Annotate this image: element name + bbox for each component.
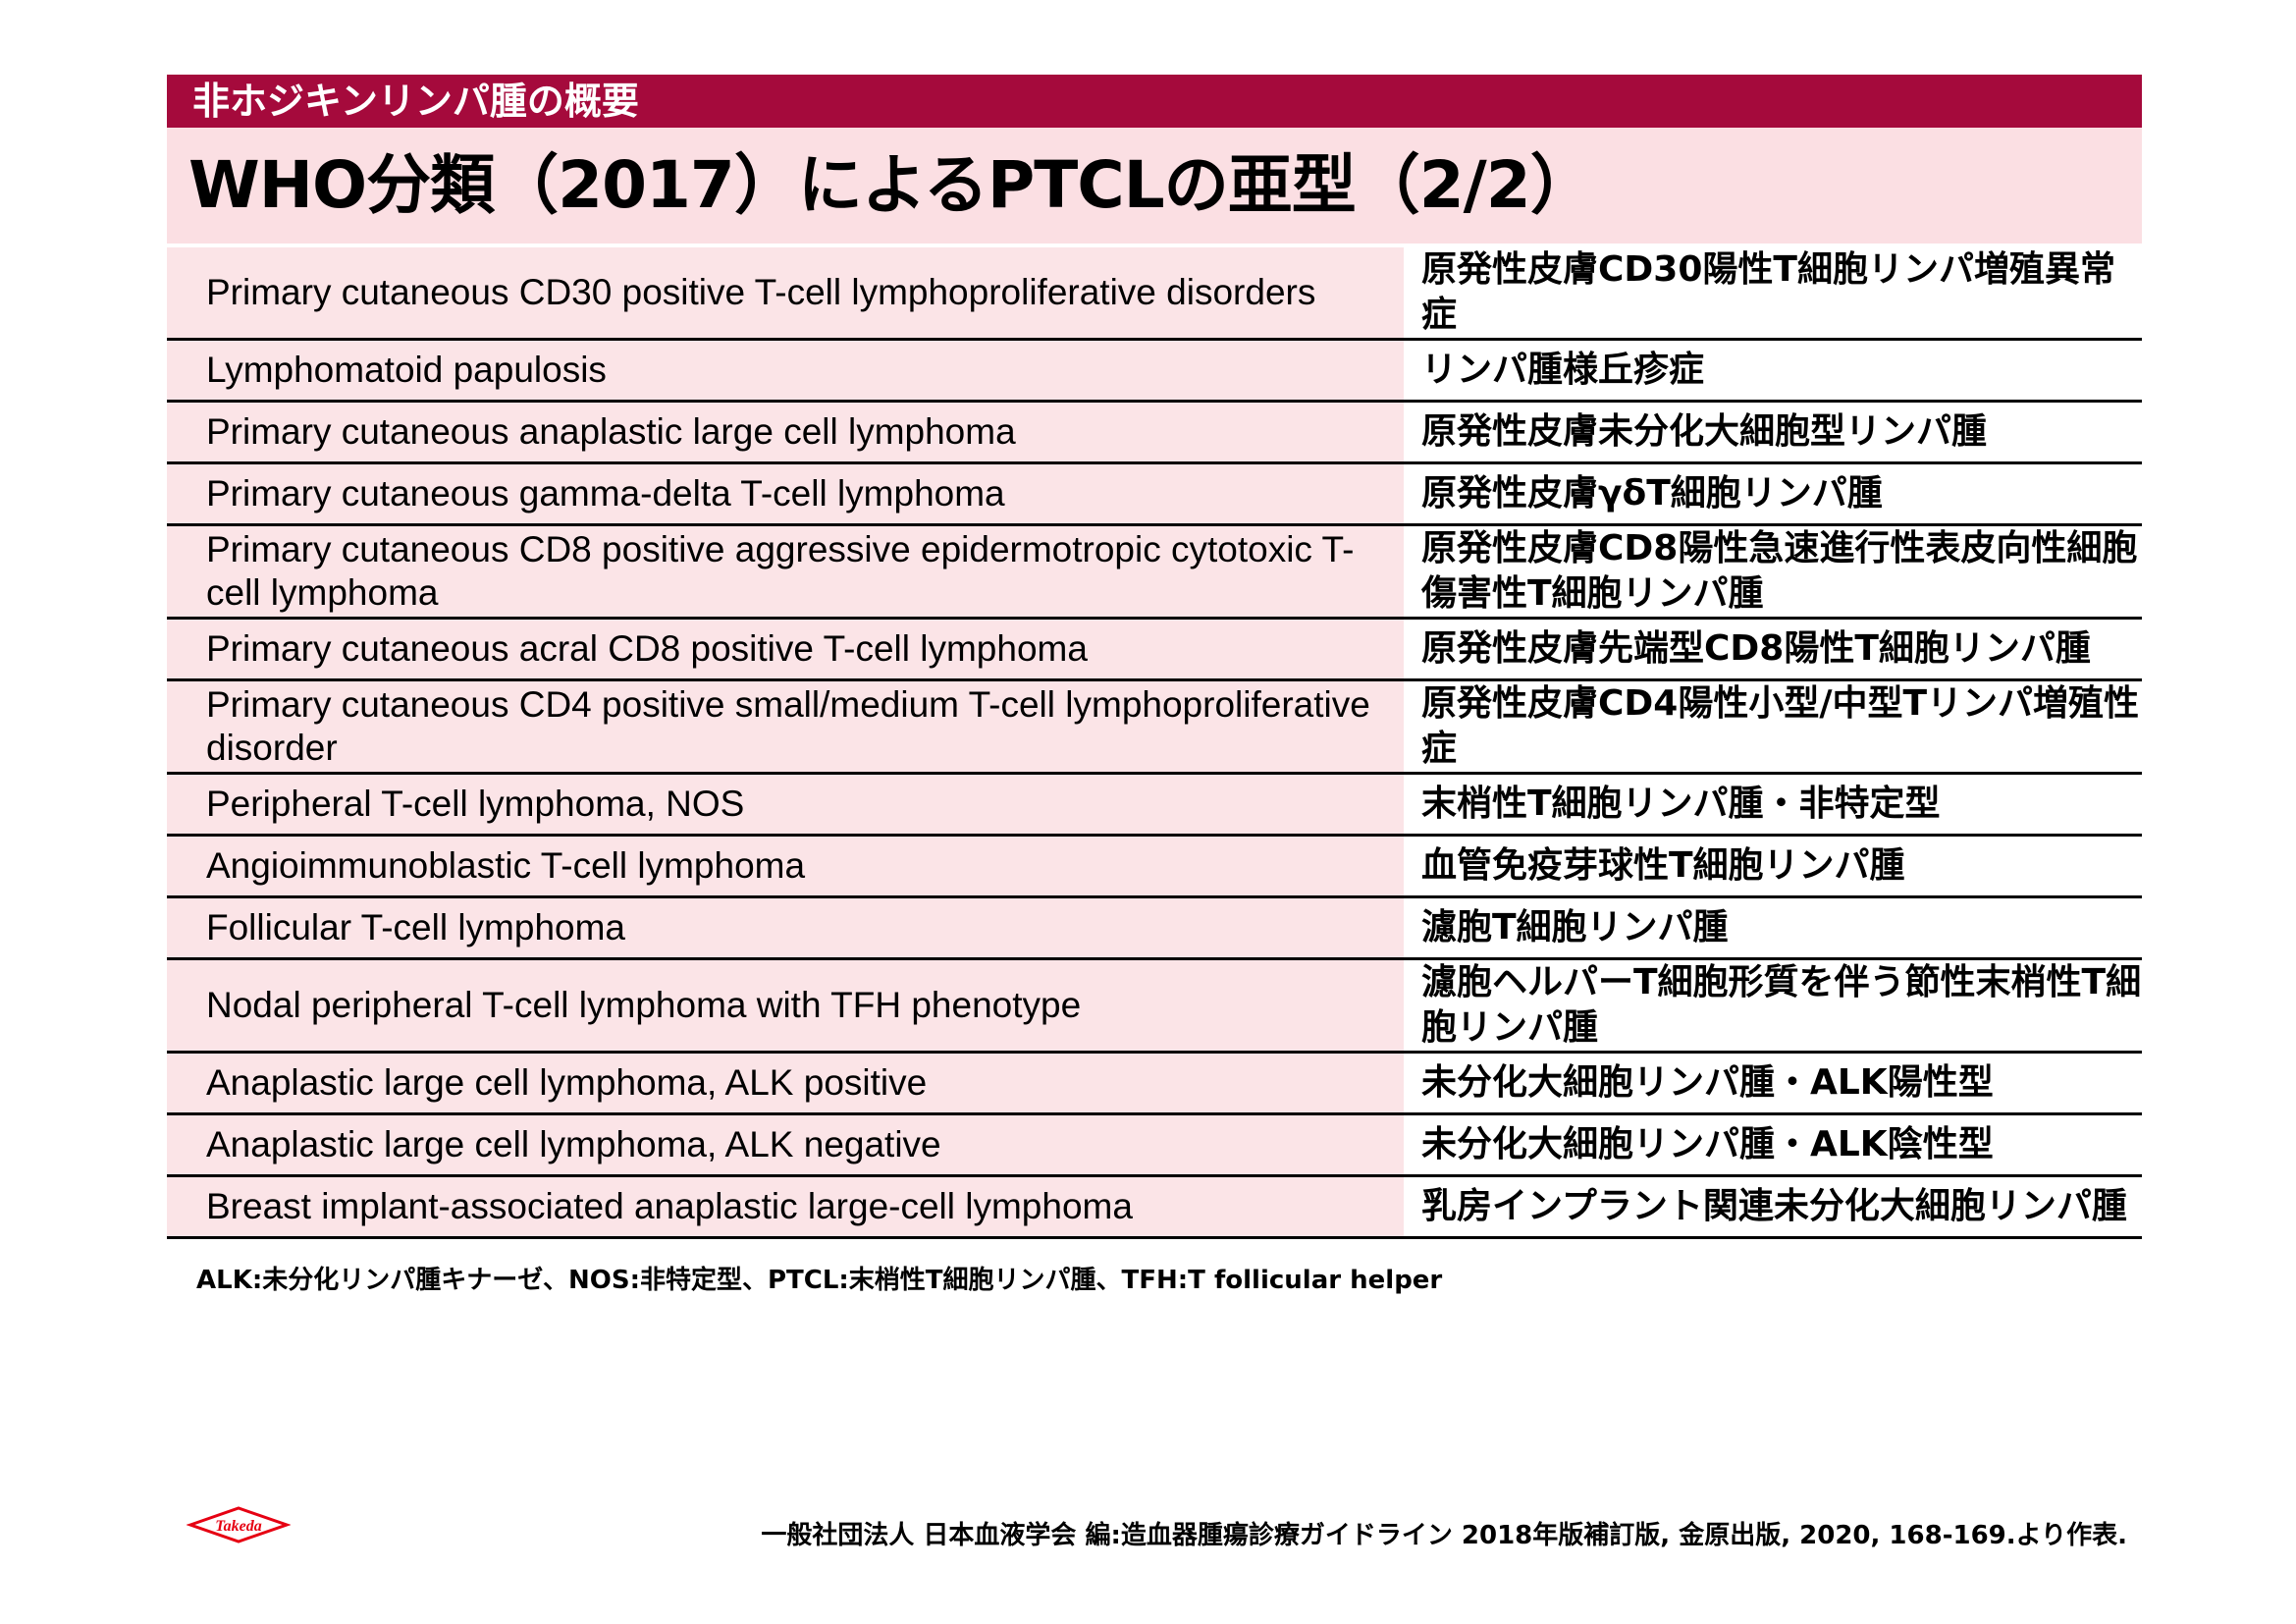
english-name: Anaplastic large cell lymphoma, ALK nega…	[167, 1113, 1404, 1177]
table-row: Primary cutaneous CD8 positive aggressiv…	[167, 524, 2142, 620]
table-row: Breast implant-associated anaplastic lar…	[167, 1175, 2142, 1239]
section-header: 非ホジキンリンパ腫の概要	[192, 80, 639, 123]
english-name: Nodal peripheral T-cell lymphoma with TF…	[167, 958, 1404, 1054]
table-row: Lymphomatoid papulosis リンパ腫様丘疹症	[167, 339, 2142, 403]
english-name: Primary cutaneous CD8 positive aggressiv…	[167, 524, 1404, 620]
english-name: Primary cutaneous CD30 positive T-cell l…	[167, 247, 1404, 341]
table-row: Anaplastic large cell lymphoma, ALK posi…	[167, 1052, 2142, 1115]
table-row: Primary cutaneous CD4 positive small/med…	[167, 679, 2142, 775]
japanese-name: 乳房インプラント関連未分化大細胞リンパ腫	[1404, 1175, 2142, 1239]
table-row: Primary cutaneous acral CD8 positive T-c…	[167, 618, 2142, 681]
english-name: Angioimmunoblastic T-cell lymphoma	[167, 835, 1404, 898]
ptcl-subtype-table: Primary cutaneous CD30 positive T-cell l…	[167, 247, 2142, 1239]
english-name: Primary cutaneous acral CD8 positive T-c…	[167, 618, 1404, 681]
table-row: Follicular T-cell lymphoma 濾胞T細胞リンパ腫	[167, 896, 2142, 960]
japanese-name: 原発性皮膚未分化大細胞型リンパ腫	[1404, 401, 2142, 464]
table-row: Primary cutaneous CD30 positive T-cell l…	[167, 247, 2142, 341]
japanese-name: 原発性皮膚γδT細胞リンパ腫	[1404, 462, 2142, 526]
table-row: Primary cutaneous gamma-delta T-cell lym…	[167, 462, 2142, 526]
table-row: Primary cutaneous anaplastic large cell …	[167, 401, 2142, 464]
page-title: WHO分類（2017）によるPTCLの亜型（2/2）	[188, 147, 1595, 223]
table-row: Nodal peripheral T-cell lymphoma with TF…	[167, 958, 2142, 1054]
japanese-name: 原発性皮膚CD4陽性小型/中型Tリンパ増殖性症	[1404, 679, 2142, 775]
japanese-name: 未分化大細胞リンパ腫・ALK陽性型	[1404, 1052, 2142, 1115]
table-row: Peripheral T-cell lymphoma, NOS 末梢性T細胞リン…	[167, 773, 2142, 837]
table-row: Anaplastic large cell lymphoma, ALK nega…	[167, 1113, 2142, 1177]
japanese-name: 末梢性T細胞リンパ腫・非特定型	[1404, 773, 2142, 837]
logo-text: Takeda	[215, 1518, 261, 1535]
english-name: Primary cutaneous anaplastic large cell …	[167, 401, 1404, 464]
table-row: Angioimmunoblastic T-cell lymphoma 血管免疫芽…	[167, 835, 2142, 898]
source-citation: 一般社団法人 日本血液学会 編:造血器腫瘍診療ガイドライン 2018年版補訂版,…	[761, 1521, 2127, 1550]
japanese-name: 原発性皮膚先端型CD8陽性T細胞リンパ腫	[1404, 618, 2142, 681]
title-bar: WHO分類（2017）によるPTCLの亜型（2/2）	[167, 128, 2142, 244]
takeda-logo: Takeda	[187, 1506, 291, 1543]
english-name: Follicular T-cell lymphoma	[167, 896, 1404, 960]
section-header-bar: 非ホジキンリンパ腫の概要	[167, 75, 2142, 128]
japanese-name: 原発性皮膚CD8陽性急速進行性表皮向性細胞傷害性T細胞リンパ腫	[1404, 524, 2142, 620]
english-name: Breast implant-associated anaplastic lar…	[167, 1175, 1404, 1239]
japanese-name: 原発性皮膚CD30陽性T細胞リンパ増殖異常症	[1404, 247, 2142, 341]
japanese-name: 未分化大細胞リンパ腫・ALK陰性型	[1404, 1113, 2142, 1177]
english-name: Primary cutaneous CD4 positive small/med…	[167, 679, 1404, 775]
japanese-name: 血管免疫芽球性T細胞リンパ腫	[1404, 835, 2142, 898]
english-name: Lymphomatoid papulosis	[167, 339, 1404, 403]
english-name: Primary cutaneous gamma-delta T-cell lym…	[167, 462, 1404, 526]
japanese-name: 濾胞ヘルパーT細胞形質を伴う節性末梢性T細胞リンパ腫	[1404, 958, 2142, 1054]
footnote: ALK:未分化リンパ腫キナーゼ、NOS:非特定型、PTCL:末梢性T細胞リンパ腫…	[196, 1266, 1443, 1295]
japanese-name: リンパ腫様丘疹症	[1404, 339, 2142, 403]
japanese-name: 濾胞T細胞リンパ腫	[1404, 896, 2142, 960]
english-name: Anaplastic large cell lymphoma, ALK posi…	[167, 1052, 1404, 1115]
english-name: Peripheral T-cell lymphoma, NOS	[167, 773, 1404, 837]
